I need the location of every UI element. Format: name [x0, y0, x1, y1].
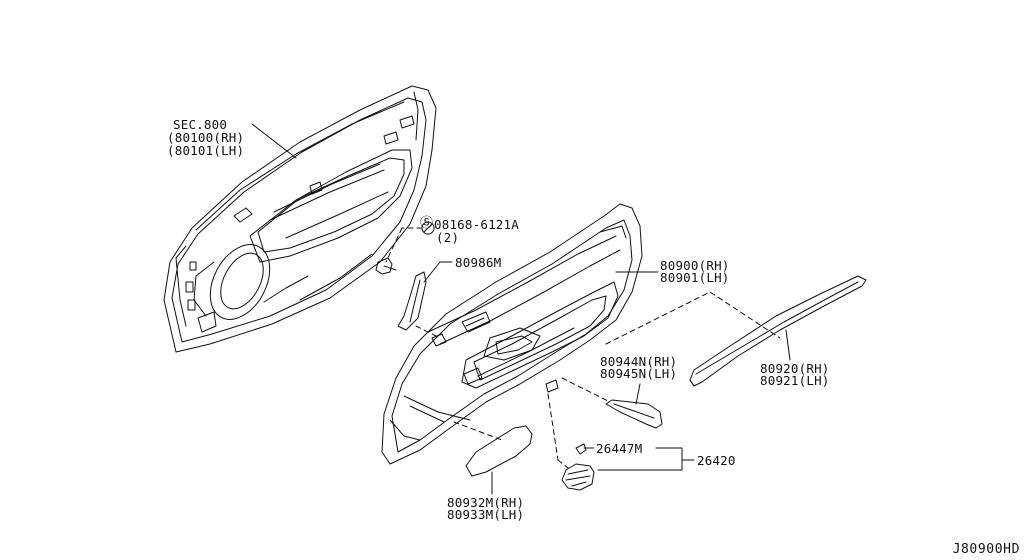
bolt-symbol-icon: Ⓢ — [420, 216, 434, 231]
door-trim-finisher — [382, 204, 642, 464]
label-bolt-qty: (2) — [436, 230, 460, 245]
label-80920: 80920(RH) — [760, 361, 830, 376]
leader-80920 — [786, 330, 790, 360]
label-80933m: 80933M(LH) — [447, 507, 525, 522]
label-80901: 80901(LH) — [660, 270, 730, 285]
label-sec800: SEC.800 — [173, 117, 228, 132]
label-26420: 26420 — [697, 453, 736, 468]
leader-80944n — [636, 384, 640, 404]
door-inner-panel — [164, 86, 436, 352]
label-80932m: 80932M(RH) — [447, 495, 525, 510]
diagram-code: J80900HD — [952, 542, 1020, 557]
label-80101: (80101(LH) — [167, 143, 245, 158]
label-80100: (80100(RH) — [167, 130, 245, 145]
bracket-80986m — [398, 272, 426, 330]
leader-80920-dash — [606, 292, 780, 344]
label-80945n: 80945N(LH) — [600, 366, 678, 381]
pad-80944n — [606, 400, 662, 428]
switch-26420 — [562, 444, 594, 490]
label-80900: 80900(RH) — [660, 258, 730, 273]
moulding-80920 — [690, 276, 866, 386]
leader-80986m — [424, 262, 452, 282]
label-80944n: 80944N(RH) — [600, 354, 678, 369]
label-80986m: 80986M — [455, 255, 502, 270]
leader-80100 — [252, 124, 296, 158]
label-bolt: 08168-6121A — [434, 217, 519, 232]
leader-bolt-b — [386, 228, 402, 262]
pad-80932m — [466, 426, 532, 476]
label-26447m: 26447M — [596, 441, 643, 456]
leader-26420 — [598, 448, 682, 470]
label-80921: 80921(LH) — [760, 373, 830, 388]
